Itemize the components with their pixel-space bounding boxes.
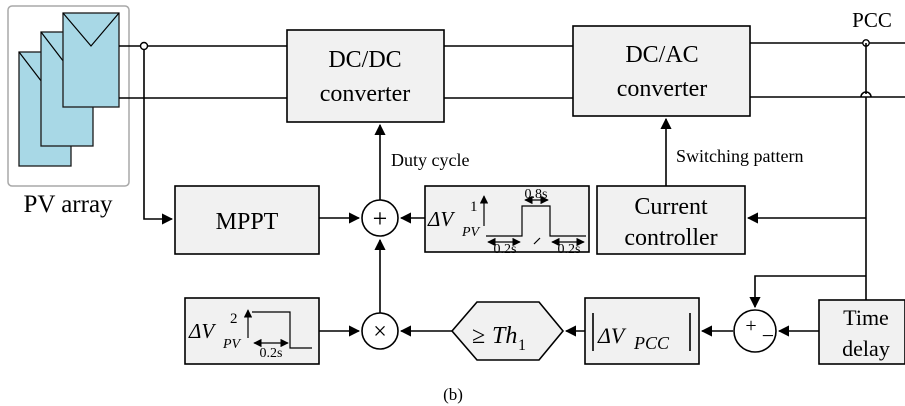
current-controller-line1: Current bbox=[634, 194, 708, 220]
abs-vpcc-sub: PCC bbox=[633, 333, 670, 353]
perturbation2-width-label: 0.2s bbox=[260, 346, 283, 361]
time-delay-block: Time delay bbox=[818, 299, 905, 365]
pv-panel-front bbox=[62, 12, 120, 108]
dcac-converter-block: DC/AC converter bbox=[572, 25, 751, 117]
dcac-label-line2: converter bbox=[617, 76, 708, 102]
perturbation2-block: ΔV PV 2 0.2s bbox=[184, 297, 320, 365]
line-crossover bbox=[860, 91, 872, 98]
sum-junction: + bbox=[361, 199, 399, 237]
perturbation1-sup: 1 bbox=[470, 199, 478, 215]
dcdc-converter-block: DC/DC converter bbox=[286, 29, 445, 123]
perturbation1-block: ΔV PV 1 0.8s 0.2s 0.2s bbox=[424, 185, 590, 257]
perturbation1-width-label: 0.8s bbox=[525, 187, 548, 202]
dcac-label-line1: DC/AC bbox=[625, 42, 698, 68]
voltage-sense-node bbox=[139, 41, 149, 51]
perturbation1-delta: ΔV bbox=[427, 207, 455, 231]
pv-to-mppt-wire bbox=[143, 49, 174, 225]
dc-bus bbox=[119, 41, 573, 99]
current-controller-block: Current controller bbox=[596, 185, 746, 255]
threshold-ge: ≥ bbox=[472, 323, 485, 349]
time-delay-line1: Time bbox=[843, 305, 889, 330]
duty-cycle-label: Duty cycle bbox=[391, 150, 469, 170]
time-delay-line2: delay bbox=[842, 336, 890, 361]
perturbation2-delta: ΔV bbox=[188, 319, 216, 343]
dcdc-label-line2: converter bbox=[320, 81, 411, 107]
figure-caption: (b) bbox=[443, 385, 463, 404]
perturbation1-waveform bbox=[479, 195, 586, 247]
perturbation2-sub: PV bbox=[222, 337, 242, 352]
pcc-to-subtract-wire bbox=[749, 275, 866, 309]
threshold-comparator: ≥ Th 1 bbox=[450, 301, 565, 361]
perturbation2-sup: 2 bbox=[230, 311, 238, 327]
perturbation1-left-label: 0.2s bbox=[494, 242, 517, 257]
subtract-junction: + − bbox=[733, 309, 777, 353]
threshold-sub: 1 bbox=[518, 337, 526, 354]
threshold-th: Th bbox=[492, 323, 517, 349]
perturbation2-waveform bbox=[243, 309, 312, 349]
perturbation1-sub: PV bbox=[461, 225, 481, 240]
subtract-plus-sign: + bbox=[745, 315, 756, 337]
subtract-minus-sign: − bbox=[762, 323, 774, 348]
switching-pattern-label: Switching pattern bbox=[676, 146, 803, 166]
abs-vpcc-block: ΔV PCC bbox=[584, 297, 700, 365]
perturbation1-right-label: 0.2s bbox=[558, 242, 581, 257]
abs-vpcc-delta: ΔV bbox=[597, 323, 627, 348]
pcc-label: PCC bbox=[852, 8, 892, 32]
ac-lines: PCC bbox=[750, 8, 905, 300]
mppt-label: MPPT bbox=[216, 209, 279, 235]
multiply-sign: × bbox=[373, 319, 387, 345]
sum-sign: + bbox=[373, 204, 388, 233]
multiplier-junction: × bbox=[361, 312, 399, 350]
current-controller-line2: controller bbox=[624, 225, 717, 251]
pv-array: PV array bbox=[7, 5, 130, 218]
dcdc-label-line1: DC/DC bbox=[328, 47, 401, 73]
pv-array-label: PV array bbox=[23, 191, 113, 218]
mppt-block: MPPT bbox=[174, 185, 320, 255]
